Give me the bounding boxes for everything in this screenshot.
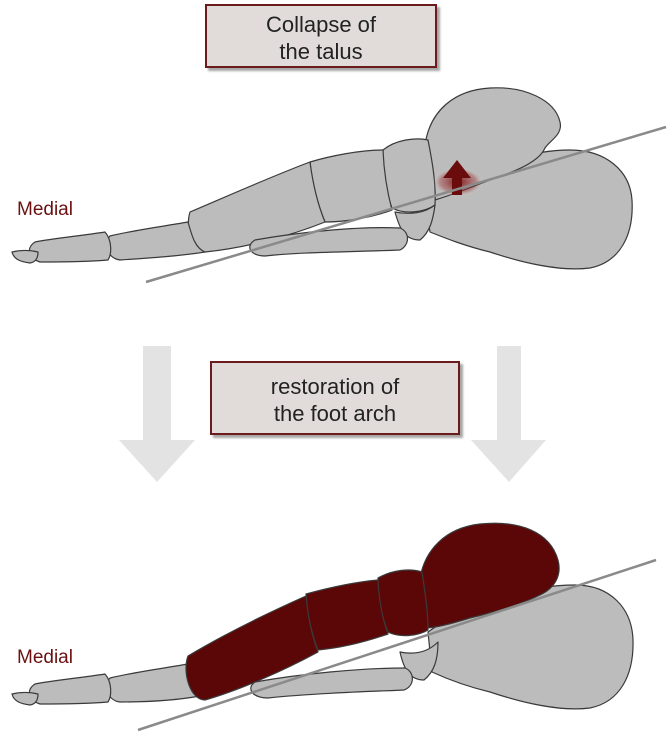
distal-phalanx-bone	[29, 232, 110, 262]
distal-phalanx-bone	[29, 674, 110, 704]
cuneiform-bone-restored	[306, 580, 388, 650]
medial-label-bottom: Medial	[17, 647, 73, 669]
medial-label-top: Medial	[17, 199, 73, 221]
down-arrow-icon-left	[119, 346, 195, 482]
foot-collapsed	[12, 88, 632, 269]
proximal-phalanx-bone	[107, 222, 205, 260]
down-arrow-icon-right	[471, 346, 546, 482]
collapse-label-box: Collapse of the talus	[205, 4, 437, 68]
collapse-label-line1: Collapse of	[207, 11, 435, 38]
restoration-label-line1: restoration of	[212, 373, 458, 400]
navicular-bone	[383, 139, 435, 212]
lesser-toe-bone	[12, 693, 38, 706]
restoration-label-line2: the foot arch	[212, 400, 458, 427]
foot-restored	[12, 523, 633, 709]
restoration-label-box: restoration of the foot arch	[210, 361, 460, 435]
collapse-label-line2: the talus	[207, 38, 435, 65]
lesser-toe-bone	[12, 251, 38, 264]
